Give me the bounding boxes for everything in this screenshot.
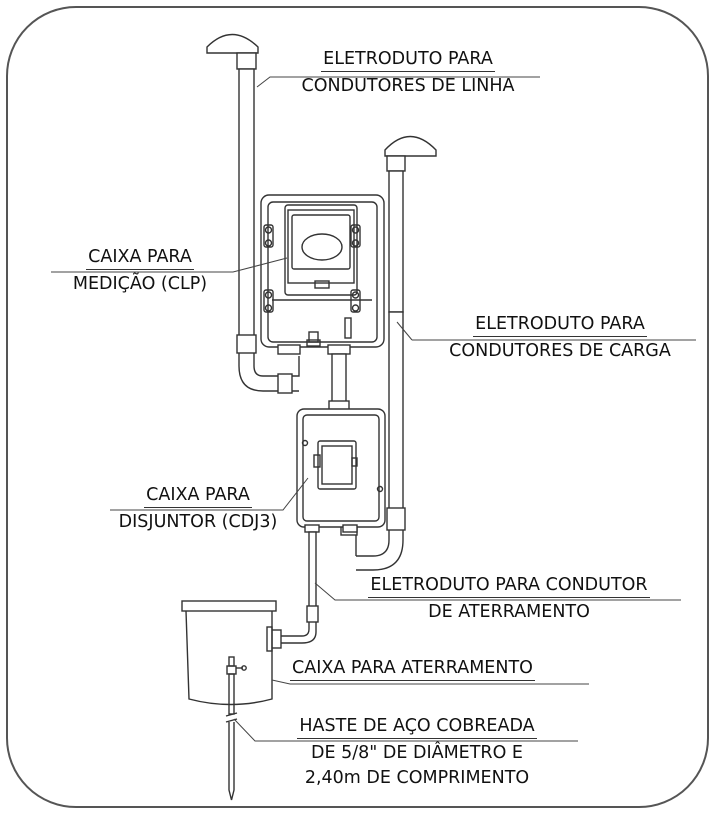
grounding-box <box>181 600 277 706</box>
conduit-grounding <box>266 531 319 652</box>
label-eletroduto-carga: ELETRODUTO PARA CONDUTORES DE CARGA <box>449 314 671 361</box>
leader-lines <box>51 76 696 742</box>
diagram-frame <box>6 6 709 808</box>
label-caixa-disjuntor: CAIXA PARA DISJUNTOR (CDJ3) <box>118 485 278 532</box>
breaker-box <box>296 408 386 533</box>
conduit-meter-to-breaker <box>328 353 350 411</box>
label-eletroduto-aterramento: ELETRODUTO PARA CONDUTOR DE ATERRAMENTO <box>368 575 650 622</box>
label-caixa-aterramento: CAIXA PARA ATERRAMENTO <box>290 657 535 681</box>
label-haste: HASTE DE AÇO COBREADA DE 5/8" DE DIÂMETR… <box>297 716 537 788</box>
meter-box <box>260 194 385 355</box>
conduit-line-conductors <box>206 33 300 394</box>
label-caixa-medicao: CAIXA PARA MEDIÇÃO (CLP) <box>72 247 208 294</box>
label-eletroduto-linha: ELETRODUTO PARA CONDUTORES DE LINHA <box>301 49 515 96</box>
ground-rod <box>225 656 247 801</box>
